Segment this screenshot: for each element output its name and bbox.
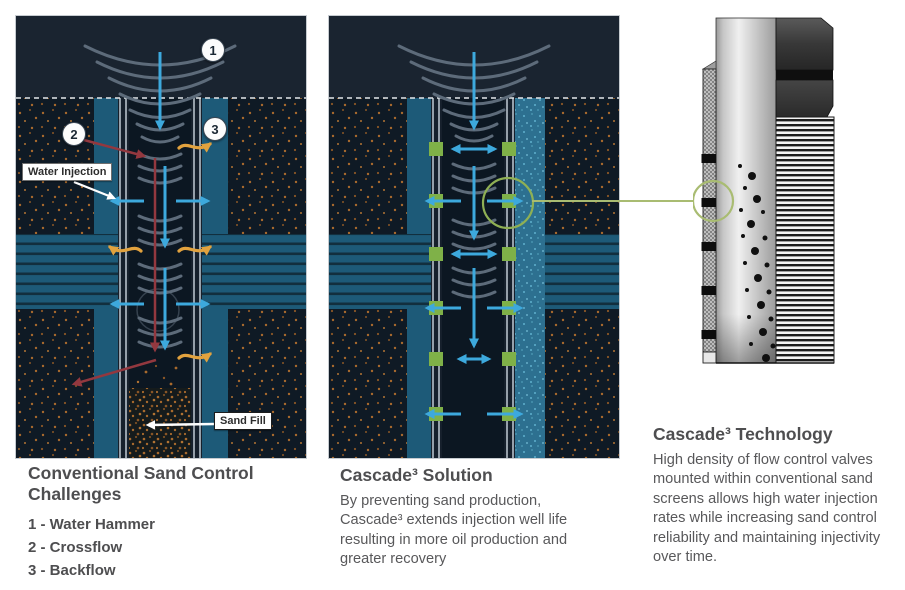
solution-body: By preventing sand production, Cascade³ …: [340, 493, 568, 568]
coupling-collar: [775, 17, 834, 118]
flow-control-valve-ports: [738, 164, 776, 362]
screen-jacket-mesh: [701, 60, 717, 364]
backflow-arrows: [107, 142, 213, 363]
legend-item-crossflow: 2 - Crossflow: [28, 539, 123, 556]
cascade-solution-diagram: [328, 15, 620, 459]
callout-crossflow: 2: [62, 122, 86, 146]
detail-connector-line: [532, 200, 693, 202]
technology-body: High density of flow control valves moun…: [653, 452, 881, 566]
sand-fill-label: Sand Fill: [214, 412, 272, 430]
casing-lines: [119, 98, 201, 458]
casing-lines: [432, 98, 514, 458]
injected-water-zone: [515, 98, 545, 458]
label-connectors: [73, 180, 215, 430]
callout-water-hammer: 1: [201, 38, 225, 62]
conventional-well-diagram: 1 2 3 Water Injection Sand Fill: [15, 15, 307, 459]
conventional-heading: Conventional Sand Control Challenges: [28, 463, 254, 504]
technology-text-block: Cascade³ Technology High density of flow…: [653, 424, 899, 567]
solution-text-block: Cascade³ Solution By preventing sand pro…: [340, 465, 598, 570]
detail-highlight-circle: [693, 179, 735, 223]
sand-screen-illustration: [693, 17, 835, 364]
legend-item-backflow: 3 - Backflow: [28, 562, 116, 579]
wave-highlight-circle: [136, 288, 180, 332]
legend-item-water-hammer: 1 - Water Hammer: [28, 516, 155, 533]
challenge-legend: 1 - Water Hammer 2 - Crossflow 3 - Backf…: [28, 513, 278, 582]
water-injection-label: Water Injection: [22, 163, 113, 181]
solution-heading: Cascade³ Solution: [340, 465, 493, 485]
base-pipe: [715, 17, 777, 364]
crossflow-arrows: [71, 138, 160, 387]
technology-heading: Cascade³ Technology: [653, 424, 833, 444]
cascade-solution-graphic: [329, 16, 619, 458]
sand-fill: [129, 364, 191, 458]
conventional-text-block: Conventional Sand Control Challenges 1 -…: [28, 463, 278, 582]
valve-highlight-circle: [481, 176, 535, 230]
water-injection-arrows: [424, 52, 524, 420]
conventional-well-graphic: [16, 16, 306, 458]
water-injection-arrows: [109, 52, 211, 351]
callout-backflow: 3: [203, 117, 227, 141]
wire-wrapped-screen: [775, 116, 835, 364]
